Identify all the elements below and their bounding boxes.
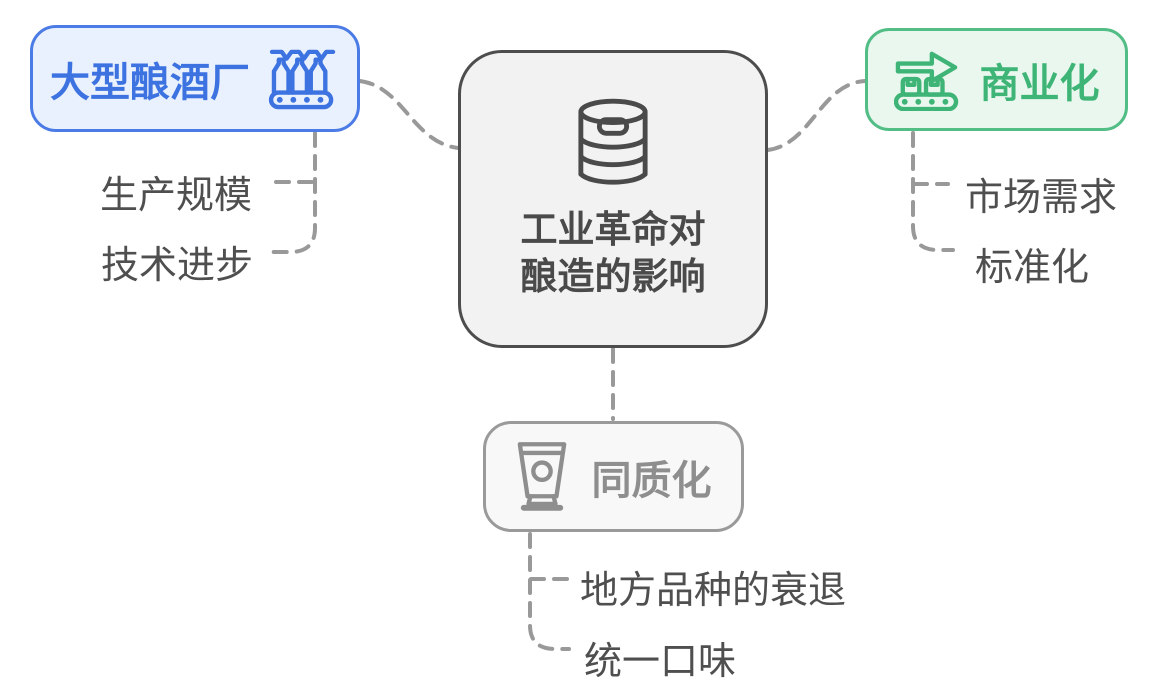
node-central-topic[interactable]: 工业革命对 酿造的影响 [458,50,768,348]
connector-homogenization-children [528,532,571,651]
node-large-breweries[interactable]: 大型酿酒厂 [30,25,360,132]
connector-breweries-to-center [358,79,460,150]
connector-center-to-commercial [766,79,867,152]
node-commercialization[interactable]: 商业化 [865,28,1128,131]
subitem-technological-progress[interactable]: 技术进步 [101,245,254,287]
subitem-local-variety-decline[interactable]: 地方品种的衰退 [580,570,847,612]
central-topic-title: 工业革命对 酿造的影响 [521,206,706,300]
beer-glass-icon [517,441,566,511]
node-homogenization[interactable]: 同质化 [483,421,744,532]
subitem-market-demand[interactable]: 市场需求 [965,177,1118,219]
central-topic-line1: 工业革命对 [520,209,706,250]
central-topic-line2: 酿造的影响 [520,256,706,297]
subitem-uniform-taste[interactable]: 统一口味 [584,641,737,683]
connector-commercial-children [911,131,955,252]
node-commercialization-label: 商业化 [979,61,1100,106]
connector-breweries-children [269,131,317,254]
conveyor-arrow-icon [893,51,958,111]
subitem-production-scale[interactable]: 生产规模 [100,175,253,217]
subitem-standardization[interactable]: 标准化 [975,247,1090,289]
beer-keg-icon [578,98,648,185]
bottling-line-icon [268,49,336,109]
node-homogenization-label: 同质化 [591,458,712,503]
node-large-breweries-label: 大型酿酒厂 [50,60,250,105]
